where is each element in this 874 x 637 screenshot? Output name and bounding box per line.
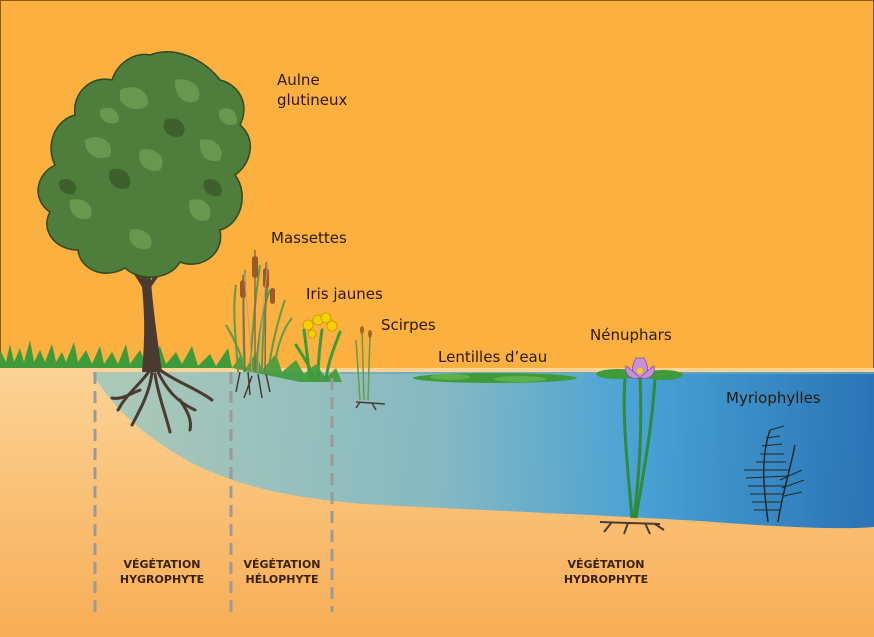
label-myriophylles: Myriophylles — [726, 389, 821, 408]
zone-helophyte-line1: VÉGÉTATION — [234, 557, 330, 572]
label-scirpes: Scirpes — [381, 316, 436, 335]
zone-hydrophyte-line2: HYDROPHYTE — [548, 572, 664, 587]
label-aulne-line1: Aulne — [277, 71, 320, 90]
duckweed-illustration — [413, 373, 577, 383]
zone-helophyte-line2: HÉLOPHYTE — [234, 572, 330, 587]
zone-label-helophyte: VÉGÉTATION HÉLOPHYTE — [234, 557, 330, 587]
zone-hygrophyte-line1: VÉGÉTATION — [104, 557, 220, 572]
label-nenuphars: Nénuphars — [590, 326, 672, 345]
label-lentilles-eau: Lentilles d’eau — [438, 348, 547, 367]
zone-label-hydrophyte: VÉGÉTATION HYDROPHYTE — [548, 557, 664, 587]
zone-hygrophyte-line2: HYGROPHYTE — [104, 572, 220, 587]
zone-label-hygrophyte: VÉGÉTATION HYGROPHYTE — [104, 557, 220, 587]
zone-hydrophyte-line1: VÉGÉTATION — [548, 557, 664, 572]
label-aulne-line2: glutineux — [277, 91, 347, 110]
label-iris-jaunes: Iris jaunes — [306, 285, 383, 304]
label-massettes: Massettes — [271, 229, 347, 248]
